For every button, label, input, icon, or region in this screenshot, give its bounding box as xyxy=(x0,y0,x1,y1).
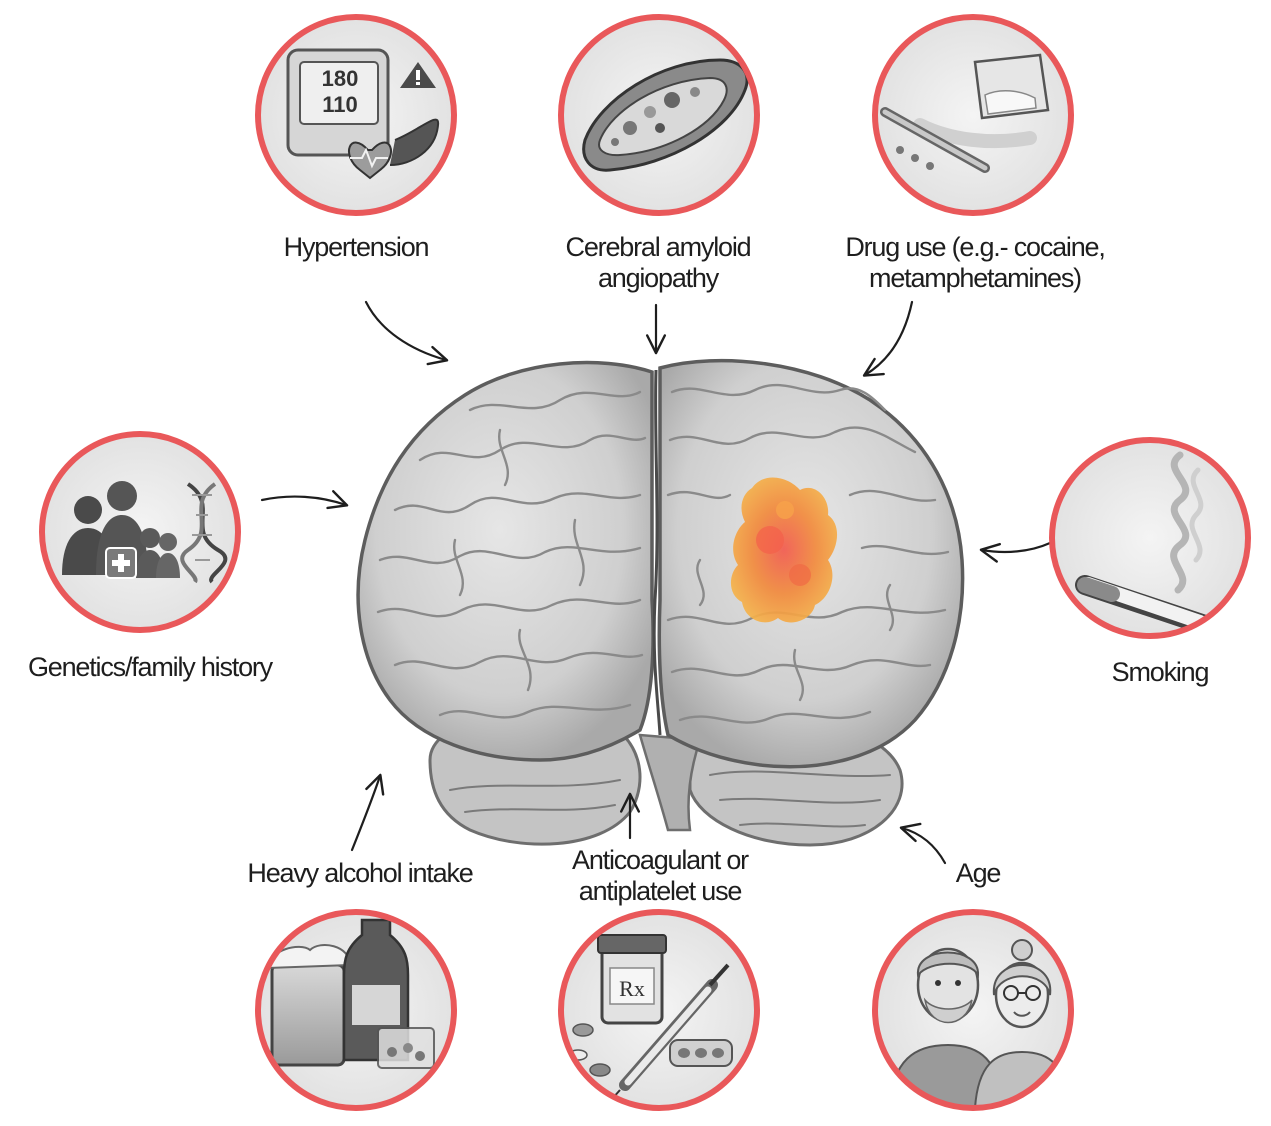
elderly-couple-icon xyxy=(875,912,1071,1108)
arrow-alcohol xyxy=(352,776,380,850)
label-cerebral-amyloid-angiopathy: Cerebral amyloid angiopathy xyxy=(526,232,790,294)
label-smoking: Smoking xyxy=(1090,657,1230,688)
label-heavy-alcohol-intake: Heavy alcohol intake xyxy=(215,858,505,889)
label-genetics-family-history: Genetics/family history xyxy=(0,652,300,683)
brain-illustration xyxy=(358,361,962,845)
medication-syringe-icon: Rx xyxy=(561,912,757,1108)
alcohol-icon xyxy=(258,912,454,1108)
label-anticoagulant-antiplatelet-use: Anticoagulant or antiplatelet use xyxy=(530,845,790,907)
cigarette-icon xyxy=(1052,440,1248,636)
blood-vessel-plaque-icon xyxy=(561,17,757,213)
svg-text:180: 180 xyxy=(322,66,359,91)
family-dna-icon xyxy=(42,434,238,630)
arrow-drugs xyxy=(865,302,912,375)
drug-powder-icon xyxy=(875,17,1071,213)
svg-text:Rx: Rx xyxy=(619,976,645,1001)
label-drug-use: Drug use (e.g.- cocaine, metamphetamines… xyxy=(820,232,1130,294)
brain-stem xyxy=(640,735,700,830)
label-hypertension: Hypertension xyxy=(256,232,456,263)
label-age: Age xyxy=(928,858,1028,889)
hemorrhage-region xyxy=(731,477,837,622)
arrow-hypertension xyxy=(366,302,446,360)
arrow-smoking xyxy=(982,543,1050,552)
svg-text:110: 110 xyxy=(322,92,358,117)
arrow-genetics xyxy=(262,497,346,505)
left-hemisphere xyxy=(358,363,653,760)
blood-pressure-monitor-icon: 180 110 xyxy=(258,17,454,213)
